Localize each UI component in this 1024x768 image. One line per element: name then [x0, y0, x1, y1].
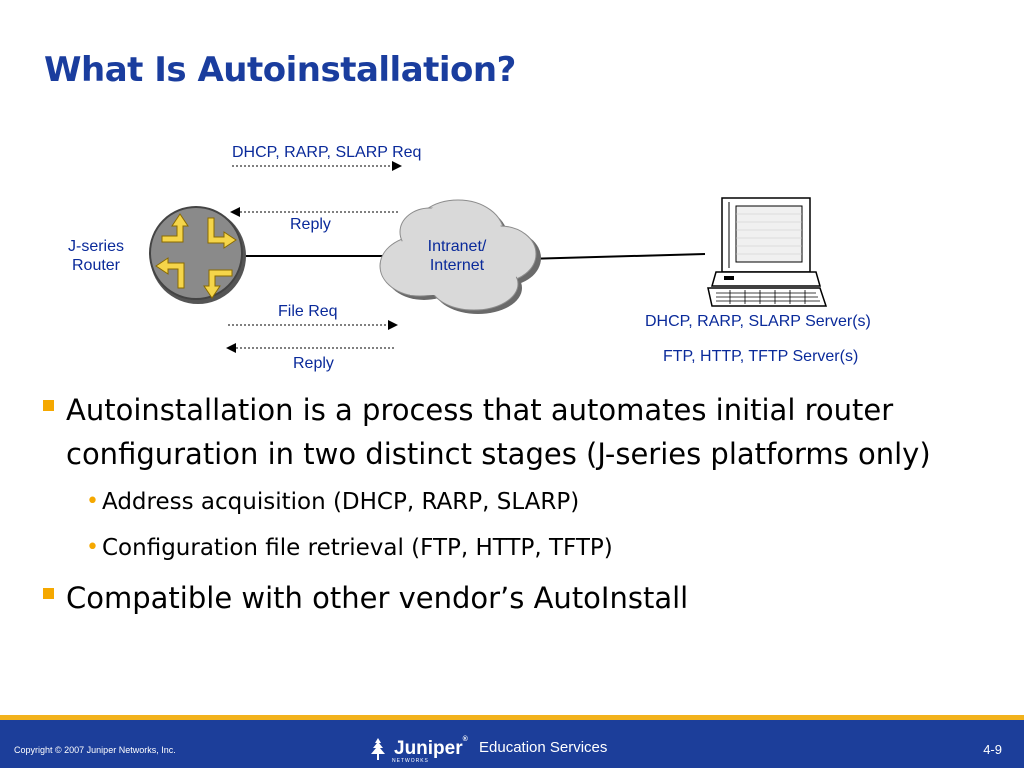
bullet-item: Compatible with other vendor’s AutoInsta… — [40, 576, 940, 620]
bullet-text: Compatible with other vendor’s AutoInsta… — [66, 581, 689, 615]
reply-bottom-label: Reply — [293, 355, 334, 372]
file-request-label: File Req — [278, 303, 338, 320]
footer-bar: Copyright © 2007 Juniper Networks, Inc. … — [0, 720, 1024, 768]
cloud-label-line2: Internet — [429, 257, 485, 274]
sub-bullet-item: • Configuration file retrieval (FTP, HTT… — [40, 528, 940, 568]
router-icon — [149, 206, 246, 304]
reply-arrowhead-bottom — [226, 343, 236, 353]
registered-mark: ® — [462, 736, 468, 743]
sub-bullet-item: • Address acquisition (DHCP, RARP, SLARP… — [40, 482, 940, 522]
bullet-dot-icon: • — [86, 535, 99, 560]
file-request-arrowhead — [388, 320, 398, 330]
page-number: 4-9 — [983, 742, 1002, 757]
bullet-square-icon — [43, 400, 54, 411]
network-diagram: DHCP, RARP, SLARP Req Reply File Req Rep… — [0, 130, 1024, 390]
slide-title: What Is Autoinstallation? — [44, 50, 516, 90]
bullet-text: Autoinstallation is a process that autom… — [66, 393, 931, 471]
router-label-line1: J-series — [67, 238, 124, 255]
server-label-1: DHCP, RARP, SLARP Server(s) — [645, 313, 871, 330]
server-label-2: FTP, HTTP, TFTP Server(s) — [663, 348, 859, 365]
bullet-dot-icon: • — [86, 489, 99, 514]
cloud-label-line1: Intranet/ — [427, 238, 487, 255]
bullet-item: Autoinstallation is a process that autom… — [40, 388, 940, 476]
copyright-text: Copyright © 2007 Juniper Networks, Inc. — [14, 745, 176, 755]
cloud-icon — [379, 199, 541, 314]
request-label: DHCP, RARP, SLARP Req — [232, 144, 422, 161]
request-arrowhead — [392, 161, 402, 171]
reply-arrowhead-top — [230, 207, 240, 217]
bullet-list: Autoinstallation is a process that autom… — [40, 388, 940, 624]
diagram-graphics — [149, 161, 828, 353]
link-cloud-server — [524, 253, 706, 260]
sub-bullet-text: Address acquisition (DHCP, RARP, SLARP) — [102, 489, 580, 515]
juniper-tree-icon — [371, 738, 385, 760]
sub-bullet-text: Configuration file retrieval (FTP, HTTP,… — [102, 535, 613, 561]
server-computer-icon — [707, 197, 828, 307]
router-label-line2: Router — [71, 257, 121, 274]
bullet-square-icon — [43, 588, 54, 599]
logo-text: Juniper® — [394, 736, 468, 760]
logo-subtext: NETWORKS — [392, 758, 429, 764]
logo-wordmark: Juniper — [394, 738, 463, 759]
footer: Copyright © 2007 Juniper Networks, Inc. … — [0, 715, 1024, 768]
juniper-logo: Juniper® NETWORKS — [366, 736, 468, 764]
education-services-text: Education Services — [479, 739, 608, 756]
reply-top-label: Reply — [290, 216, 331, 233]
router-label: J-series Router — [56, 237, 136, 275]
cloud-label: Intranet/ Internet — [412, 237, 502, 275]
footer-stripe — [0, 715, 1024, 720]
